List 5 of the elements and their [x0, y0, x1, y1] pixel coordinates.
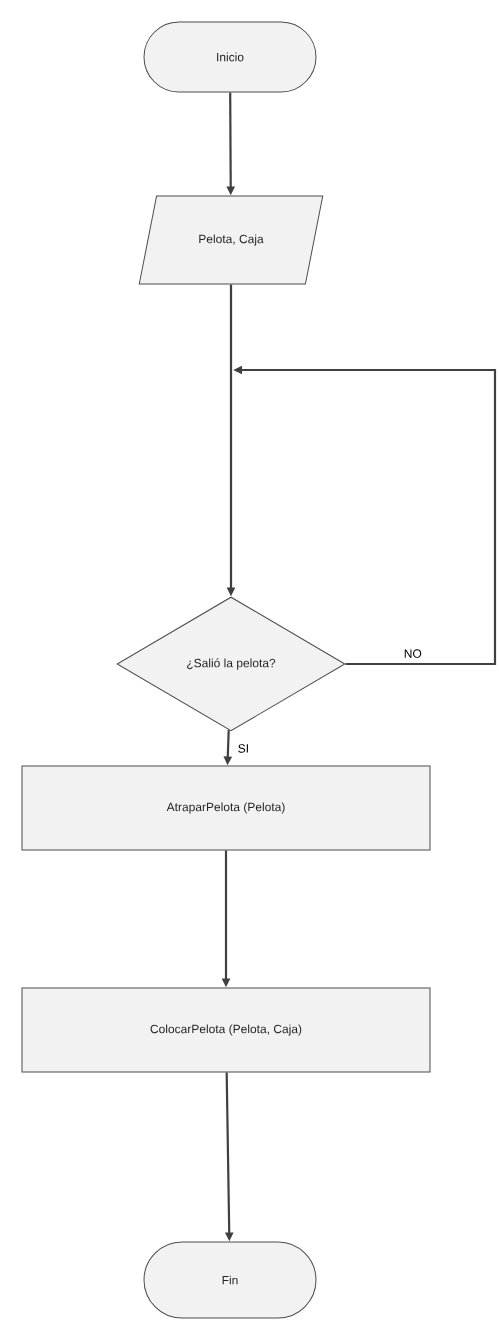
process-box: ColocarPelota (Pelota, Caja)	[21, 987, 431, 1073]
process-box: AtraparPelota (Pelota)	[21, 765, 431, 851]
edge-label: SI	[236, 743, 251, 754]
input-parallelogram: Pelota, Caja	[138, 195, 324, 285]
edge-label: NO	[402, 648, 423, 659]
